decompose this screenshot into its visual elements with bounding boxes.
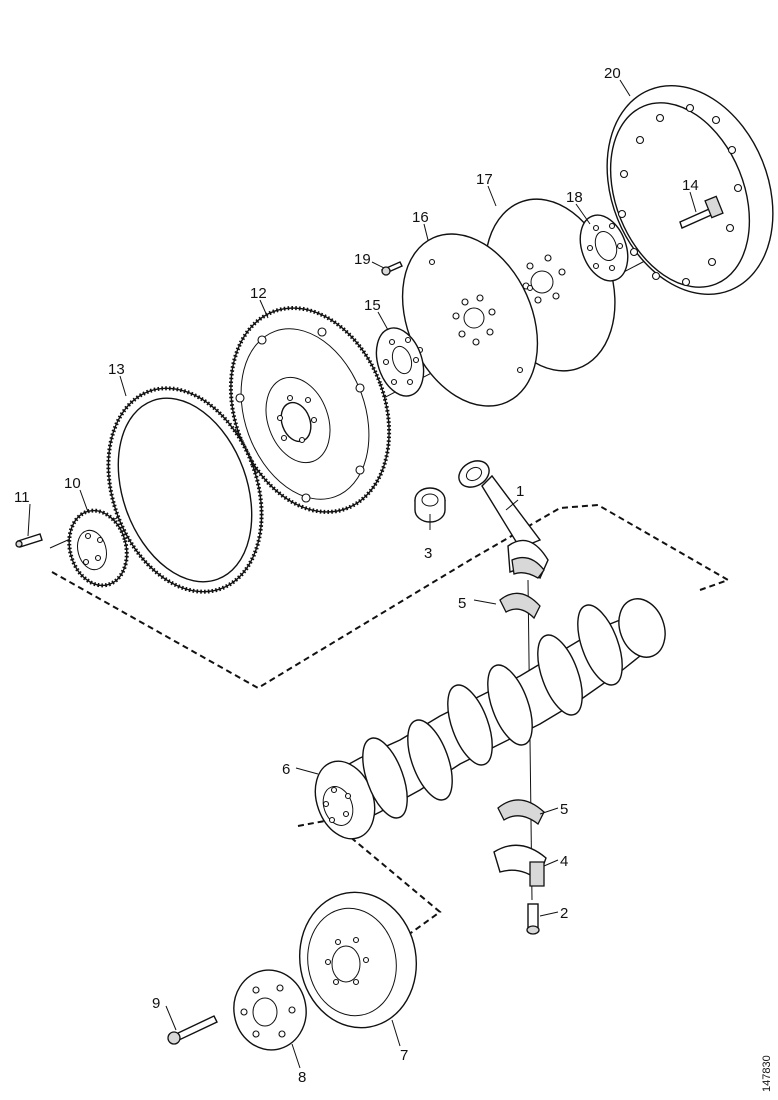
crank-pulley-disc xyxy=(298,891,418,1029)
callout-4: 4 xyxy=(560,853,568,870)
conrod-bushing xyxy=(414,487,446,523)
callout-6: 6 xyxy=(282,761,290,778)
callout-10: 10 xyxy=(64,475,81,492)
figure-id: 147830 xyxy=(761,1055,773,1092)
dashed-guide-lower xyxy=(297,818,442,936)
disc-screw xyxy=(381,261,403,276)
flex-disc xyxy=(401,233,539,407)
damper-hub xyxy=(579,214,629,282)
callout-18: 18 xyxy=(566,189,583,206)
ring-gear xyxy=(106,386,264,594)
crankshaft xyxy=(314,598,666,840)
callout-2: 2 xyxy=(560,905,568,922)
callout-3: 3 xyxy=(424,545,432,562)
callout-16: 16 xyxy=(412,209,429,226)
hub-bolt xyxy=(167,1015,218,1045)
conrod-bolt xyxy=(526,903,540,935)
crank-hub xyxy=(233,969,307,1051)
callout-5-upper: 5 xyxy=(458,595,466,612)
callout-14: 14 xyxy=(682,177,699,194)
callout-20: 20 xyxy=(604,65,621,82)
conrod-cap xyxy=(493,844,547,887)
damper-housing xyxy=(606,84,774,296)
bearing-shell-lower xyxy=(497,799,545,825)
callout-11: 11 xyxy=(14,489,30,506)
callout-13: 13 xyxy=(108,361,125,378)
callout-15: 15 xyxy=(364,297,381,314)
adapter-hub xyxy=(375,327,425,397)
callout-19: 19 xyxy=(354,251,371,268)
callout-12: 12 xyxy=(250,285,267,302)
callout-8: 8 xyxy=(298,1069,306,1086)
connecting-rod xyxy=(458,460,549,580)
locating-pin xyxy=(15,533,43,548)
leader-lines xyxy=(27,79,697,1069)
callout-9: 9 xyxy=(152,995,160,1012)
callout-1: 1 xyxy=(516,483,524,500)
callout-17: 17 xyxy=(476,171,493,188)
callout-5-lower: 5 xyxy=(560,801,568,818)
callout-7: 7 xyxy=(400,1047,408,1064)
damper-bolt xyxy=(679,195,724,229)
flywheel xyxy=(228,306,392,514)
bearing-shell-upper xyxy=(499,592,541,620)
